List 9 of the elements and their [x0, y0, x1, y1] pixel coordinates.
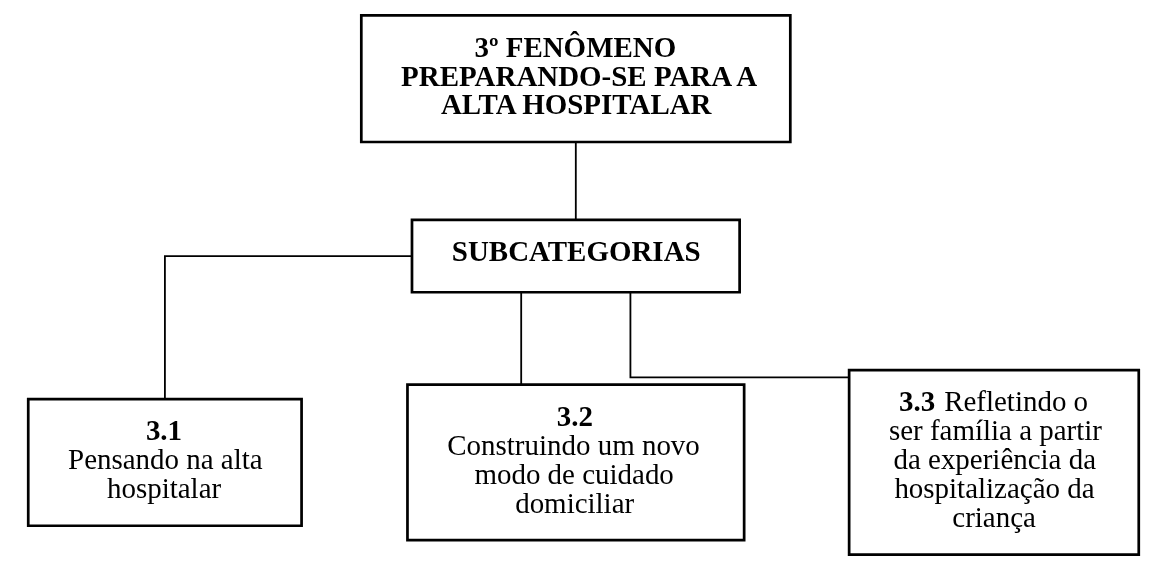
connector — [629, 291, 850, 379]
connector — [574, 141, 577, 221]
node-box: 3.1 Pensando na alta hospitalar — [26, 397, 303, 528]
node-box: 3º FENÔMENO PREPARANDO-SE PARA A ALTA HOSPITALAR — [359, 13, 792, 144]
connector — [164, 255, 413, 400]
node-box: 3.3 Refletindo o ser família a partir da experiência da hospitalização da criança — [847, 368, 1141, 557]
node-box: 3.2 Construindo um novo modo de cuidado domiciliar — [406, 383, 746, 542]
node-box: SUBCATEGORIAS — [410, 218, 741, 294]
connector — [520, 291, 523, 386]
